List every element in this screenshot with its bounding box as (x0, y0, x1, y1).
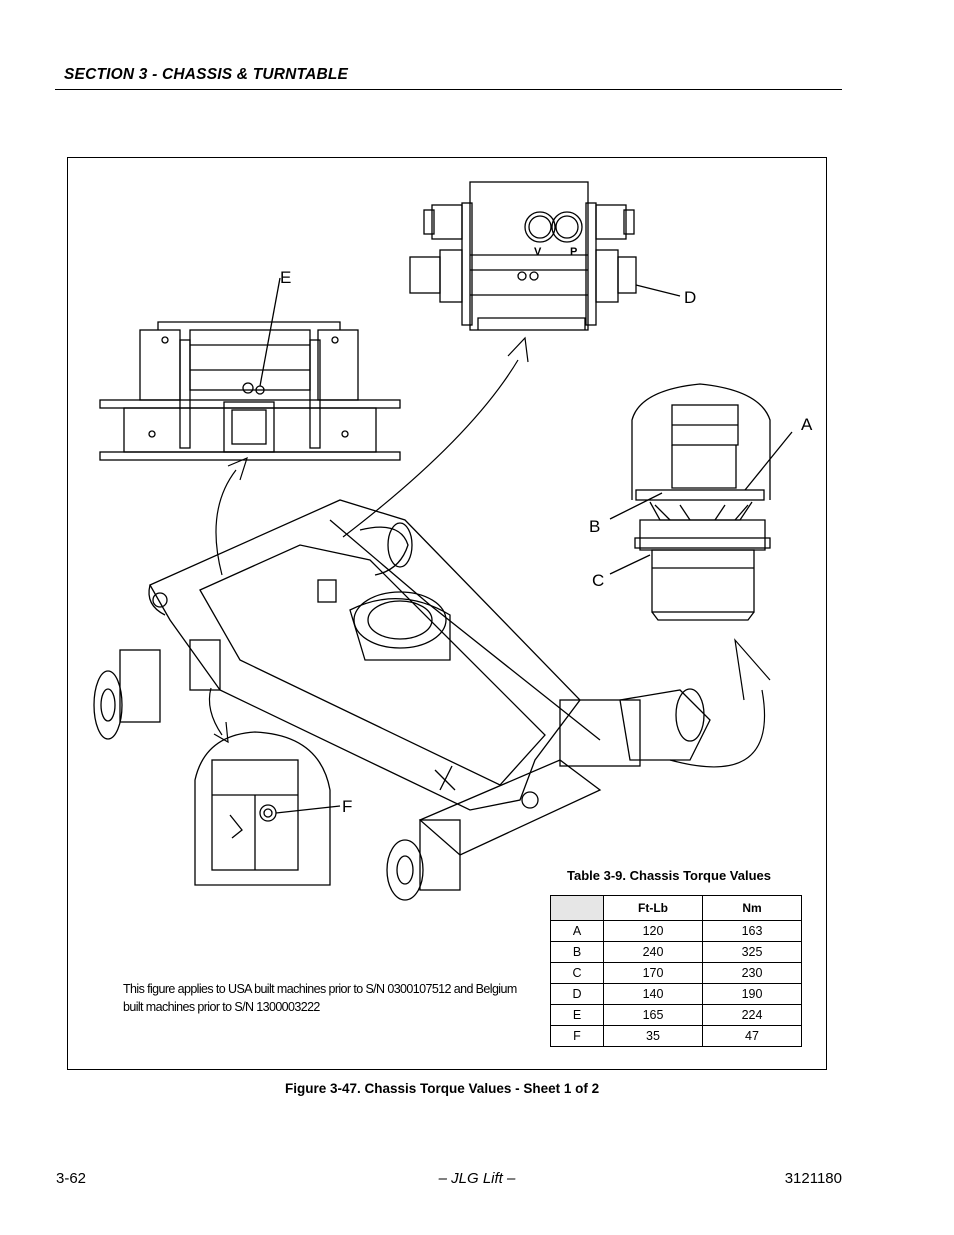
page-number: 3-62 (56, 1170, 87, 1187)
row-ftlb: 120 (603, 920, 703, 942)
row-key: A (550, 920, 604, 942)
figure-caption: Figure 3-47. Chassis Torque Values - She… (285, 1081, 600, 1096)
valve-label-v: V (534, 246, 542, 258)
callout-a: A (801, 415, 813, 434)
table-row: C 170 230 (550, 962, 802, 984)
callout-b: B (589, 517, 601, 536)
row-ftlb: 140 (603, 983, 703, 1005)
table-title: Table 3-9. Chassis Torque Values (567, 868, 771, 883)
row-nm: 230 (702, 962, 802, 984)
row-ftlb: 35 (603, 1025, 703, 1047)
row-nm: 190 (702, 983, 802, 1005)
table-row: E 165 224 (550, 1004, 802, 1026)
row-ftlb: 170 (603, 962, 703, 984)
bracket-assembly-illustration (99, 277, 401, 461)
chassis-frame-illustration (148, 499, 601, 811)
torque-table: Ft-Lb Nm A 120 163 B 240 325 C 170 230 D… (550, 895, 802, 1047)
table-row: B 240 325 (550, 941, 802, 963)
row-key: C (550, 962, 604, 984)
callout-d: D (684, 288, 697, 307)
row-ftlb: 240 (603, 941, 703, 963)
row-nm: 325 (702, 941, 802, 963)
applicability-note: This figure applies to USA built machine… (123, 982, 517, 1014)
column-header-ftlb: Ft-Lb (603, 895, 703, 921)
row-key: D (550, 983, 604, 1005)
detail-f-illustration (194, 731, 341, 886)
row-key: E (550, 1004, 604, 1026)
figure-frame (67, 157, 827, 1070)
row-key: F (550, 1025, 604, 1047)
table-row: D 140 190 (550, 983, 802, 1005)
rear-axle-illustration (386, 688, 711, 901)
pointer-arrows (208, 336, 771, 768)
document-number: 3121180 (784, 1170, 842, 1187)
callout-e: E (280, 268, 292, 287)
header-rule (55, 89, 842, 90)
callout-c: C (592, 571, 605, 590)
front-axle-illustration (93, 522, 413, 740)
callout-f: F (342, 797, 353, 816)
row-nm: 47 (702, 1025, 802, 1047)
table-row: F 35 47 (550, 1025, 802, 1047)
row-nm: 224 (702, 1004, 802, 1026)
section-header: SECTION 3 - CHASSIS & TURNTABLE (64, 66, 349, 83)
swing-drive-illustration (609, 383, 793, 621)
column-header-nm: Nm (702, 895, 802, 921)
table-header-row: Ft-Lb Nm (550, 895, 802, 921)
row-key: B (550, 941, 604, 963)
column-header-key (550, 895, 604, 921)
row-nm: 163 (702, 920, 802, 942)
valve-label-p: P (570, 246, 578, 258)
row-ftlb: 165 (603, 1004, 703, 1026)
footer-publisher: – JLG Lift – (438, 1170, 516, 1187)
valve-block-illustration (409, 181, 681, 331)
table-row: A 120 163 (550, 920, 802, 942)
